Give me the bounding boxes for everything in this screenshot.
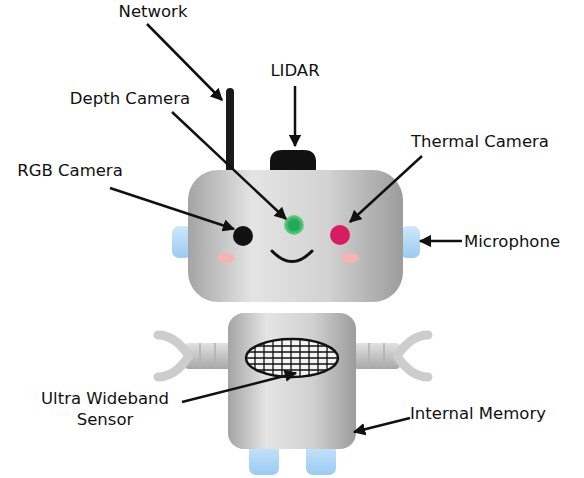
part-label: Depth Camera — [40, 88, 220, 109]
leader-arrow — [354, 418, 410, 432]
leader-arrows — [110, 24, 462, 432]
leader-arrow — [420, 240, 462, 243]
part-label: RGB Camera — [0, 160, 140, 181]
part-label: Internal Memory — [410, 403, 584, 424]
thermal-eye — [330, 225, 350, 245]
robot-body — [228, 313, 356, 449]
grille-rim — [246, 339, 338, 377]
leader-arrow — [147, 24, 222, 100]
leader-arrow — [172, 112, 286, 219]
leader-arrow — [294, 86, 297, 146]
smile — [272, 251, 312, 262]
rgb-eye — [233, 226, 253, 246]
depth-eye — [284, 215, 304, 235]
robot-head — [188, 170, 403, 302]
uwb-grille — [240, 330, 345, 390]
claw — [158, 335, 189, 377]
claw — [397, 335, 428, 377]
cheek — [217, 253, 235, 263]
leader-arrow — [182, 373, 296, 402]
part-label: Microphone — [464, 231, 584, 252]
part-label: Thermal Camera — [385, 131, 575, 152]
leader-arrow — [110, 188, 234, 229]
part-label: Network — [88, 1, 218, 22]
cheek — [341, 253, 359, 263]
leader-arrow — [350, 156, 422, 222]
part-label: Ultra Wideband Sensor — [20, 388, 190, 430]
part-label: LIDAR — [240, 60, 350, 81]
